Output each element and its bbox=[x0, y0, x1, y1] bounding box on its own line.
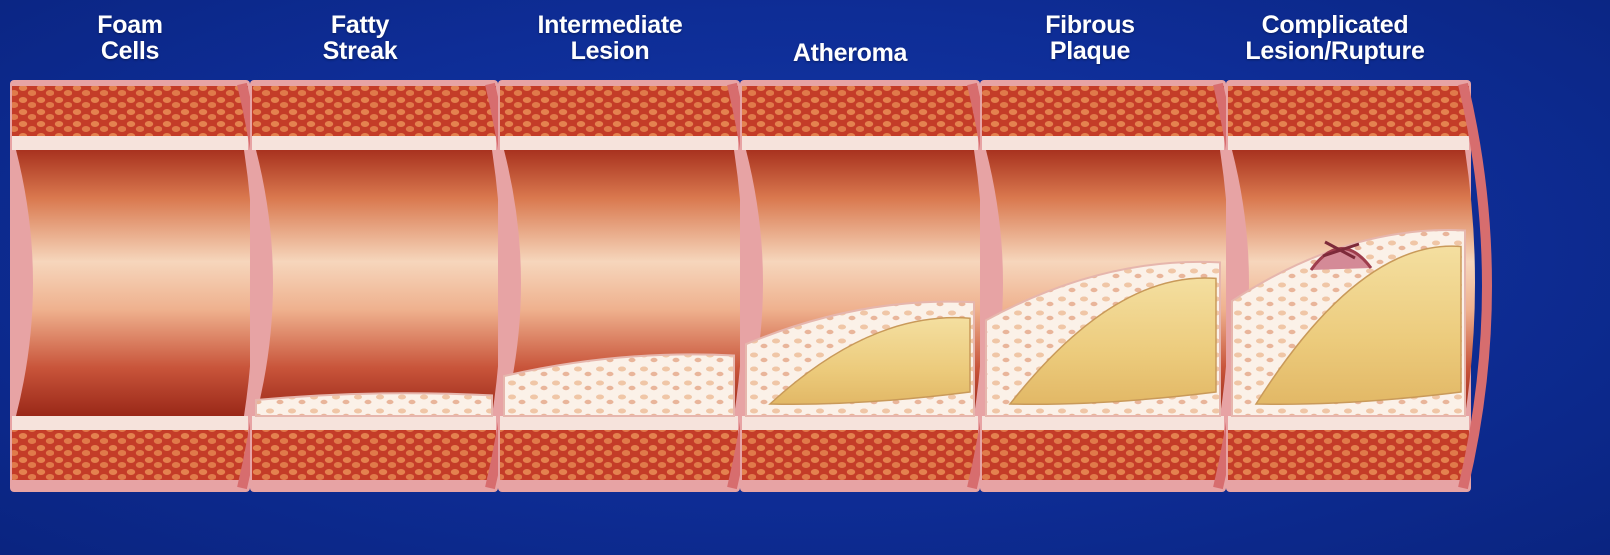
intima-top bbox=[12, 136, 248, 150]
intima-bottom bbox=[252, 416, 496, 430]
intima-top bbox=[742, 136, 978, 150]
intima-bottom bbox=[982, 416, 1224, 430]
artery-segment-6 bbox=[1226, 80, 1487, 492]
media-layer-bottom bbox=[500, 430, 738, 480]
artery-segment-5 bbox=[980, 80, 1242, 492]
media-layer-top bbox=[252, 86, 496, 136]
media-layer-bottom bbox=[742, 430, 978, 480]
media-layer-top bbox=[12, 86, 248, 136]
media-layer-bottom bbox=[252, 430, 496, 480]
intima-bottom bbox=[742, 416, 978, 430]
artery-segment-3 bbox=[498, 80, 756, 492]
intima-top bbox=[1228, 136, 1469, 150]
intima-bottom bbox=[1228, 416, 1469, 430]
artery-segment-2 bbox=[250, 80, 514, 492]
intima-top bbox=[500, 136, 738, 150]
intima-bottom bbox=[500, 416, 738, 430]
media-layer-bottom bbox=[1228, 430, 1469, 480]
artery-segment-1 bbox=[10, 80, 266, 492]
intima-top bbox=[982, 136, 1224, 150]
lumen bbox=[256, 150, 502, 416]
media-layer-top bbox=[742, 86, 978, 136]
artery-segment-4 bbox=[740, 80, 996, 492]
media-layer-top bbox=[982, 86, 1224, 136]
plaque bbox=[256, 393, 492, 416]
media-layer-bottom bbox=[12, 430, 248, 480]
lumen bbox=[16, 150, 254, 416]
media-layer-top bbox=[500, 86, 738, 136]
intima-top bbox=[252, 136, 496, 150]
intima-bottom bbox=[12, 416, 248, 430]
media-layer-top bbox=[1228, 86, 1469, 136]
media-layer-bottom bbox=[982, 430, 1224, 480]
